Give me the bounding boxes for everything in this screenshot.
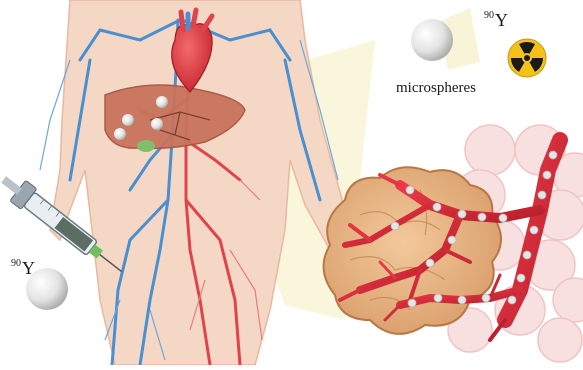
isotope-symbol-top: Y [495, 10, 508, 30]
isotope-symbol-left: Y [22, 258, 35, 278]
isotope-label-left: 90Y [11, 258, 35, 279]
microsphere-icon [411, 19, 453, 61]
isotope-label-top: 90Y [484, 10, 508, 31]
gallbladder [137, 140, 155, 152]
microspheres-label: microspheres [396, 80, 476, 97]
isotope-mass-left: 90 [11, 258, 21, 269]
isotope-mass-top: 90 [484, 10, 494, 21]
radiation-hazard-icon [507, 37, 546, 77]
